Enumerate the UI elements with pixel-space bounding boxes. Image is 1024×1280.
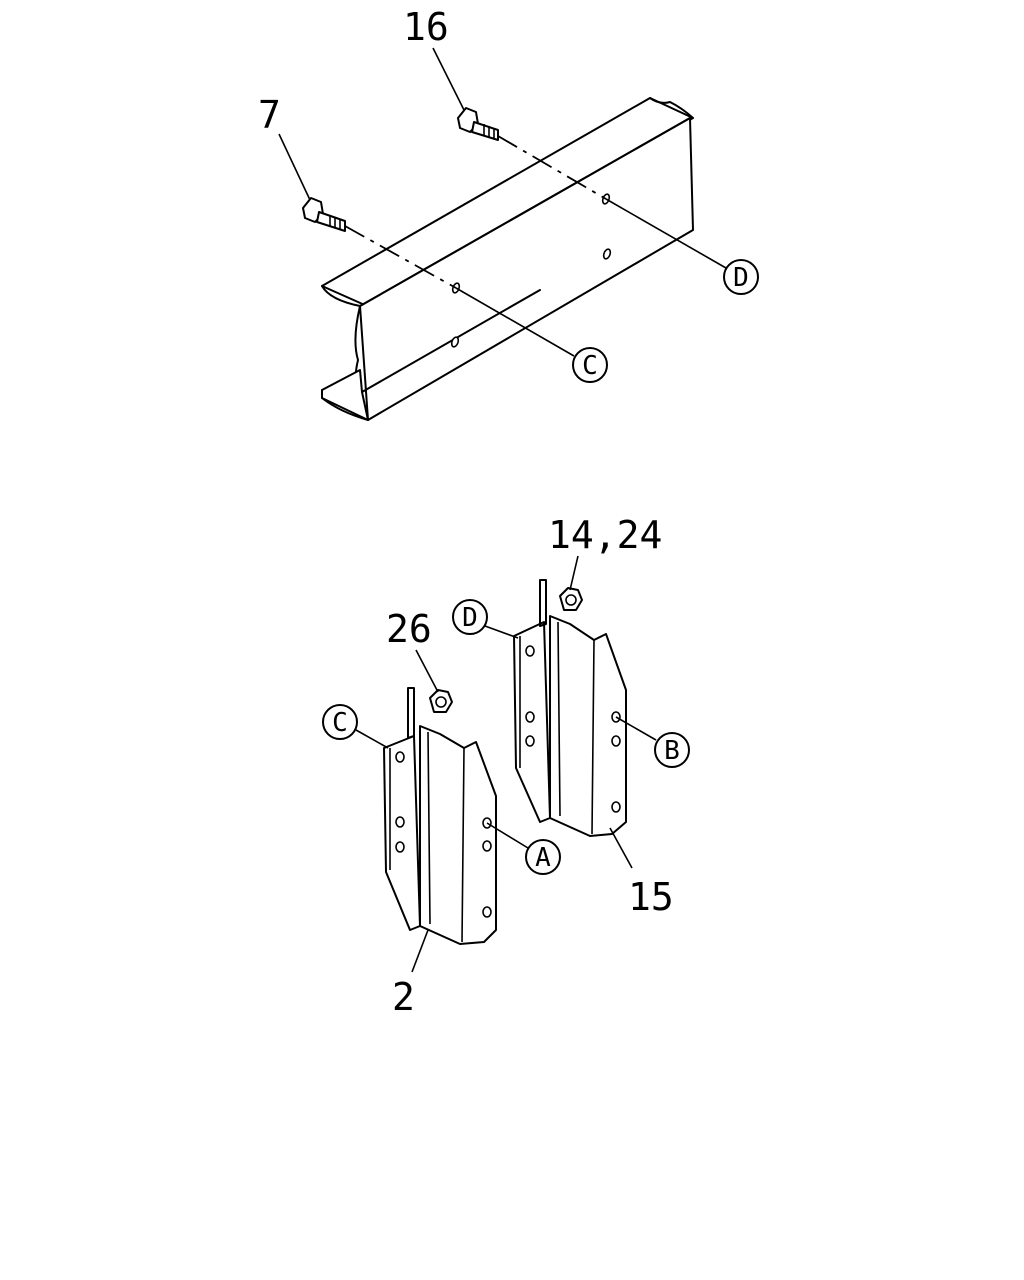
leader-d-lower xyxy=(484,625,519,639)
leader-15 xyxy=(609,827,633,869)
svg-text:C: C xyxy=(582,351,598,381)
part-label-7: 7 xyxy=(258,93,281,137)
part-label-2: 2 xyxy=(392,975,415,1019)
ref-circle-c-lower: C xyxy=(322,704,358,740)
leader-a xyxy=(486,822,529,849)
svg-text:B: B xyxy=(664,736,680,766)
svg-text:D: D xyxy=(733,263,749,293)
leader-7 xyxy=(278,133,311,201)
frame-rail xyxy=(321,97,694,421)
svg-text:C: C xyxy=(332,708,348,738)
leader-c-lower xyxy=(355,729,389,749)
nut-26 xyxy=(429,689,453,713)
ref-circle-c-upper: C xyxy=(572,347,608,383)
part-label-14-24: 14,24 xyxy=(548,513,662,557)
bracket-15 xyxy=(513,579,627,837)
ref-circle-a: A xyxy=(525,839,561,875)
nut-14-24 xyxy=(559,587,583,611)
bracket-2 xyxy=(383,687,497,945)
part-label-15: 15 xyxy=(628,875,674,919)
leader-16 xyxy=(432,47,465,111)
bolt-7 xyxy=(302,197,346,232)
bolt-16 xyxy=(457,107,499,141)
svg-text:A: A xyxy=(535,843,551,873)
part-label-16: 16 xyxy=(403,5,449,49)
frame-rail-hole xyxy=(602,248,612,260)
ref-circle-d-upper: D xyxy=(723,259,759,295)
frame-rail-right-end xyxy=(649,97,694,119)
leader-b xyxy=(615,716,657,741)
bracket-2-web xyxy=(419,725,497,945)
frame-rail-bottom-flange xyxy=(321,369,369,421)
part-label-26: 26 xyxy=(386,607,432,651)
leader-d-upper xyxy=(605,198,727,269)
leader-2 xyxy=(411,929,429,973)
bracket-15-web xyxy=(549,615,627,837)
bolt-7-centerline xyxy=(344,225,457,289)
leader-14-24 xyxy=(569,555,579,591)
leader-c-upper xyxy=(455,287,575,357)
svg-text:D: D xyxy=(462,603,478,633)
frame-rail-hole xyxy=(450,336,460,348)
ref-circle-b: B xyxy=(654,732,690,768)
ref-circle-d-lower: D xyxy=(452,599,488,635)
leader-26 xyxy=(415,649,439,693)
bolt-16-centerline xyxy=(497,135,607,200)
